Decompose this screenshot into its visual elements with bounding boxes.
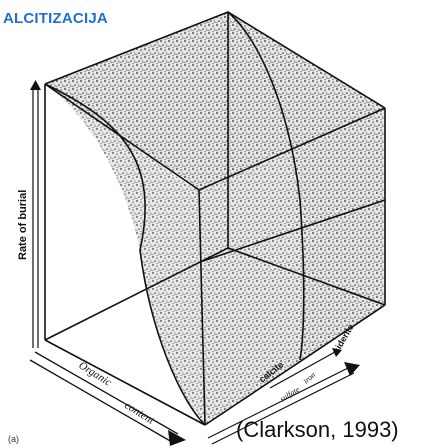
rate-of-burial-label: Rate of burial: [17, 190, 29, 260]
iron-label: iron: [302, 370, 318, 385]
citation: (Clarkson, 1993): [236, 417, 399, 443]
organic-label: Organic: [76, 359, 113, 388]
figure-label: (a): [8, 434, 19, 444]
organic-axis-arrow: [30, 352, 186, 446]
page-title: ALCITIZACIJA: [3, 10, 108, 27]
burial-axis-arrow: [30, 80, 41, 348]
